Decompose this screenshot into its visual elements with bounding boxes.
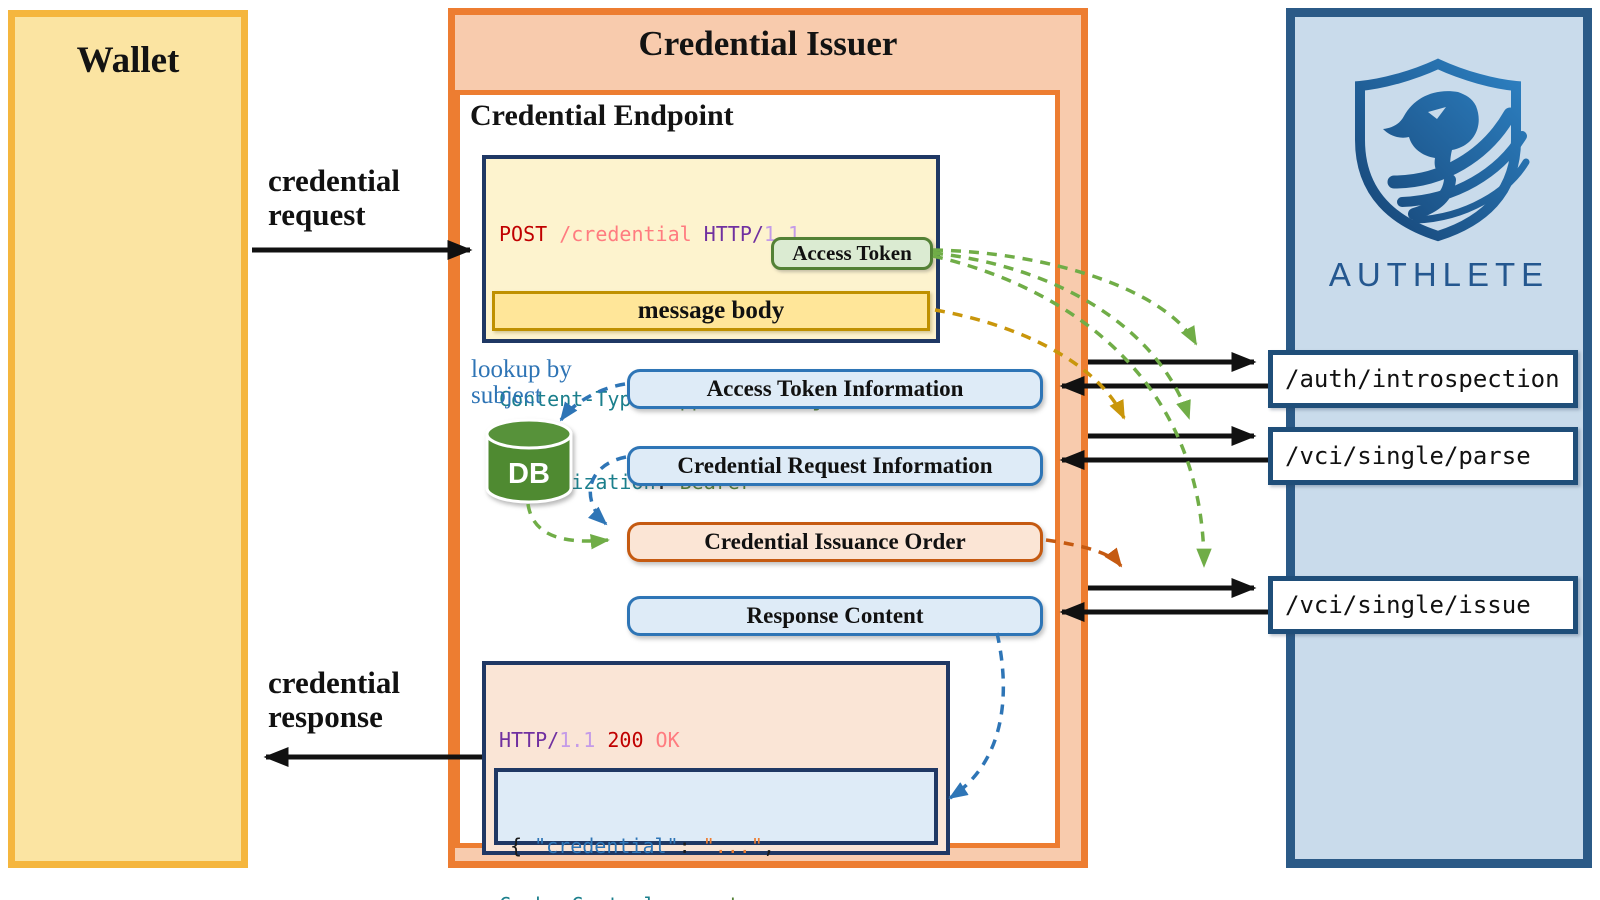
credential-response-label: credential response: [268, 665, 401, 734]
access-token-information-box: Access Token Information: [627, 369, 1043, 409]
credential-request-label: credential request: [268, 163, 401, 232]
cache-control-header: Cache-Control: no-store: [499, 892, 946, 900]
request-method: POST: [499, 222, 548, 246]
authlete-shield-eagle-icon: [1355, 58, 1530, 242]
db-label: DB: [508, 458, 550, 490]
authlete-wordmark: AUTHLETE: [1328, 256, 1550, 293]
request-path: /credential: [547, 222, 692, 246]
status-line: HTTP/1.1 200 OK: [499, 728, 680, 752]
database-cylinder-icon: DB: [485, 418, 573, 504]
response-content-box: Response Content: [627, 596, 1043, 636]
request-http: HTTP/: [691, 222, 764, 246]
access-token-badge: Access Token: [771, 237, 933, 270]
vci-issue-endpoint-box: /vci/single/issue: [1268, 576, 1578, 634]
credential-issuer-title: Credential Issuer: [638, 24, 898, 63]
lookup-by-subject-label: lookup by subject: [471, 356, 572, 409]
message-body-box: message body: [492, 291, 930, 331]
credential-issuance-order-box: Credential Issuance Order: [627, 522, 1043, 562]
vci-parse-endpoint-box: /vci/single/parse: [1268, 427, 1578, 485]
request-line: POST /credential HTTP/1.1: [499, 221, 936, 249]
credential-endpoint-title: Credential Endpoint: [470, 99, 734, 132]
introspection-endpoint-box: /auth/introspection: [1268, 350, 1578, 408]
json-line-1: { "credential": "...",: [510, 834, 775, 858]
wallet-box: Wallet: [8, 10, 248, 868]
credential-request-information-box: Credential Request Information: [627, 446, 1043, 486]
wallet-title: Wallet: [76, 40, 180, 81]
response-json-body-box: { "credential": "...", ... }: [494, 768, 938, 858]
